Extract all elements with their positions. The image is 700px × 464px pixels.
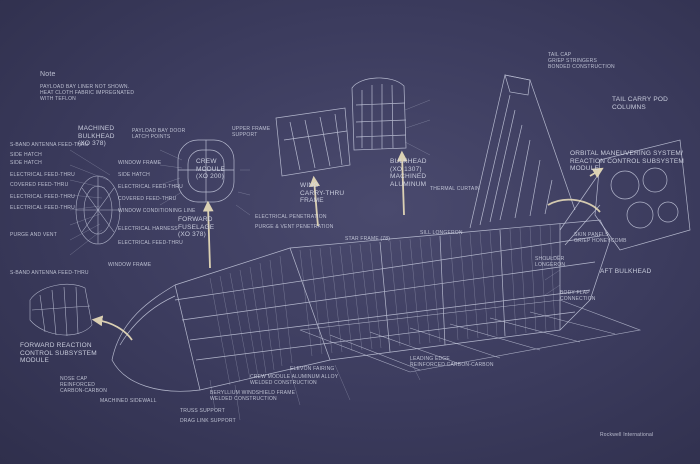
label-electrical-penetration: Electrical penetration xyxy=(255,214,327,220)
leader-lines xyxy=(69,99,561,421)
wing-carry-thru-frame xyxy=(275,107,351,177)
label-tail-carry-pod: Tail carry pod columns xyxy=(612,96,669,111)
label-window-frame: Window frame xyxy=(108,262,152,268)
label-longeron-sill: Sill longeron xyxy=(420,230,463,236)
callout: Window frame xyxy=(118,160,162,166)
callout: Side hatch xyxy=(10,152,42,158)
label-sill-longeron: Shoulder longeron xyxy=(535,256,566,268)
label-machined-sidewall: Machined sidewall xyxy=(100,398,157,404)
callout-arrows xyxy=(91,150,604,341)
label-wing-carry-thru: Wing carry-thru frame xyxy=(300,182,345,204)
label-crew-module-aluminum: Crew module aluminum alloy welded constr… xyxy=(250,374,339,386)
label-forward-fuselage: Forward fuselage (XO 378) xyxy=(178,216,215,238)
payload-bay-frames xyxy=(209,224,556,386)
oms-pod xyxy=(559,139,691,251)
label-bulkhead-xo1307: Bulkhead (XO 1307) machined aluminum xyxy=(390,158,427,188)
label-machined-bulkhead: Machined bulkhead (XO 378) xyxy=(78,125,115,147)
callout: S-band antenna feed-thru xyxy=(10,142,89,148)
callout-arrows-lower xyxy=(547,198,601,213)
callout: Window conditioning line xyxy=(118,208,196,214)
callout: Side hatch xyxy=(118,172,150,178)
label-aft-bulkhead: Aft bulkhead xyxy=(600,268,652,275)
callout: Side hatch xyxy=(10,160,42,166)
callout: Electrical feed-thru xyxy=(118,240,183,246)
callout: Electrical feed-thru xyxy=(118,184,183,190)
label-truss-support: Truss support xyxy=(180,408,226,414)
label-tail-cap: Tail cap Gr/Ep stringers bonded construc… xyxy=(548,52,615,70)
label-thermal-curtain: Thermal curtain xyxy=(430,186,480,192)
label-oms-rcs-module: Orbital maneuvering system/ reaction con… xyxy=(570,150,685,172)
callout: Covered feed-thru xyxy=(118,196,177,202)
callout: Electrical feed-thru xyxy=(10,205,75,211)
label-star-frame: Star frame (78) xyxy=(345,236,391,242)
label-leading-edge: Leading edge reinforced carbon-carbon xyxy=(410,356,494,368)
bulkhead-xo1307 xyxy=(351,77,407,151)
callout: Electrical feed-thru xyxy=(10,172,75,178)
crew-module xyxy=(177,139,235,203)
note-body: Payload bay liner not shown. Heat cloth … xyxy=(40,84,135,102)
callout: Covered feed-thru xyxy=(10,182,69,188)
callout: Purge and vent xyxy=(10,232,57,238)
label-honeycomb-panels: Skin panels Gr/Ep honeycomb xyxy=(574,232,627,244)
forward-rcs-module xyxy=(29,283,93,337)
vertical-tail xyxy=(469,74,576,229)
note-title: Note xyxy=(40,71,56,78)
label-crew-module: Crew module (XO 200) xyxy=(196,158,226,180)
label-payload-bay-door-latch: Payload bay door latch points xyxy=(132,128,186,140)
label-nose-cap: Nose cap reinforced carbon-carbon xyxy=(60,376,108,394)
label-drag-link-support: Drag link support xyxy=(180,418,236,424)
label-purge-vent: Purge & vent penetration xyxy=(255,224,334,230)
orbiter-fuselage xyxy=(111,219,611,392)
label-signature: Rockwell International xyxy=(600,432,654,438)
label-upper-frame: Upper frame support xyxy=(232,126,271,138)
label-body-flap: Body flap connection xyxy=(560,290,596,302)
label-elevon-fairing: Elevon fairing xyxy=(290,366,335,372)
label-beryllium-windshield: Beryllium windshield frame welded constr… xyxy=(210,390,296,402)
wing xyxy=(299,299,642,373)
callout: Electrical feed-thru xyxy=(10,194,75,200)
label-forward-rcs: Forward reaction control subsystem modul… xyxy=(20,342,97,364)
callout: Electrical harness xyxy=(118,226,178,232)
callout: S-band antenna feed-thru xyxy=(10,270,89,276)
machined-bulkhead xyxy=(75,175,121,245)
